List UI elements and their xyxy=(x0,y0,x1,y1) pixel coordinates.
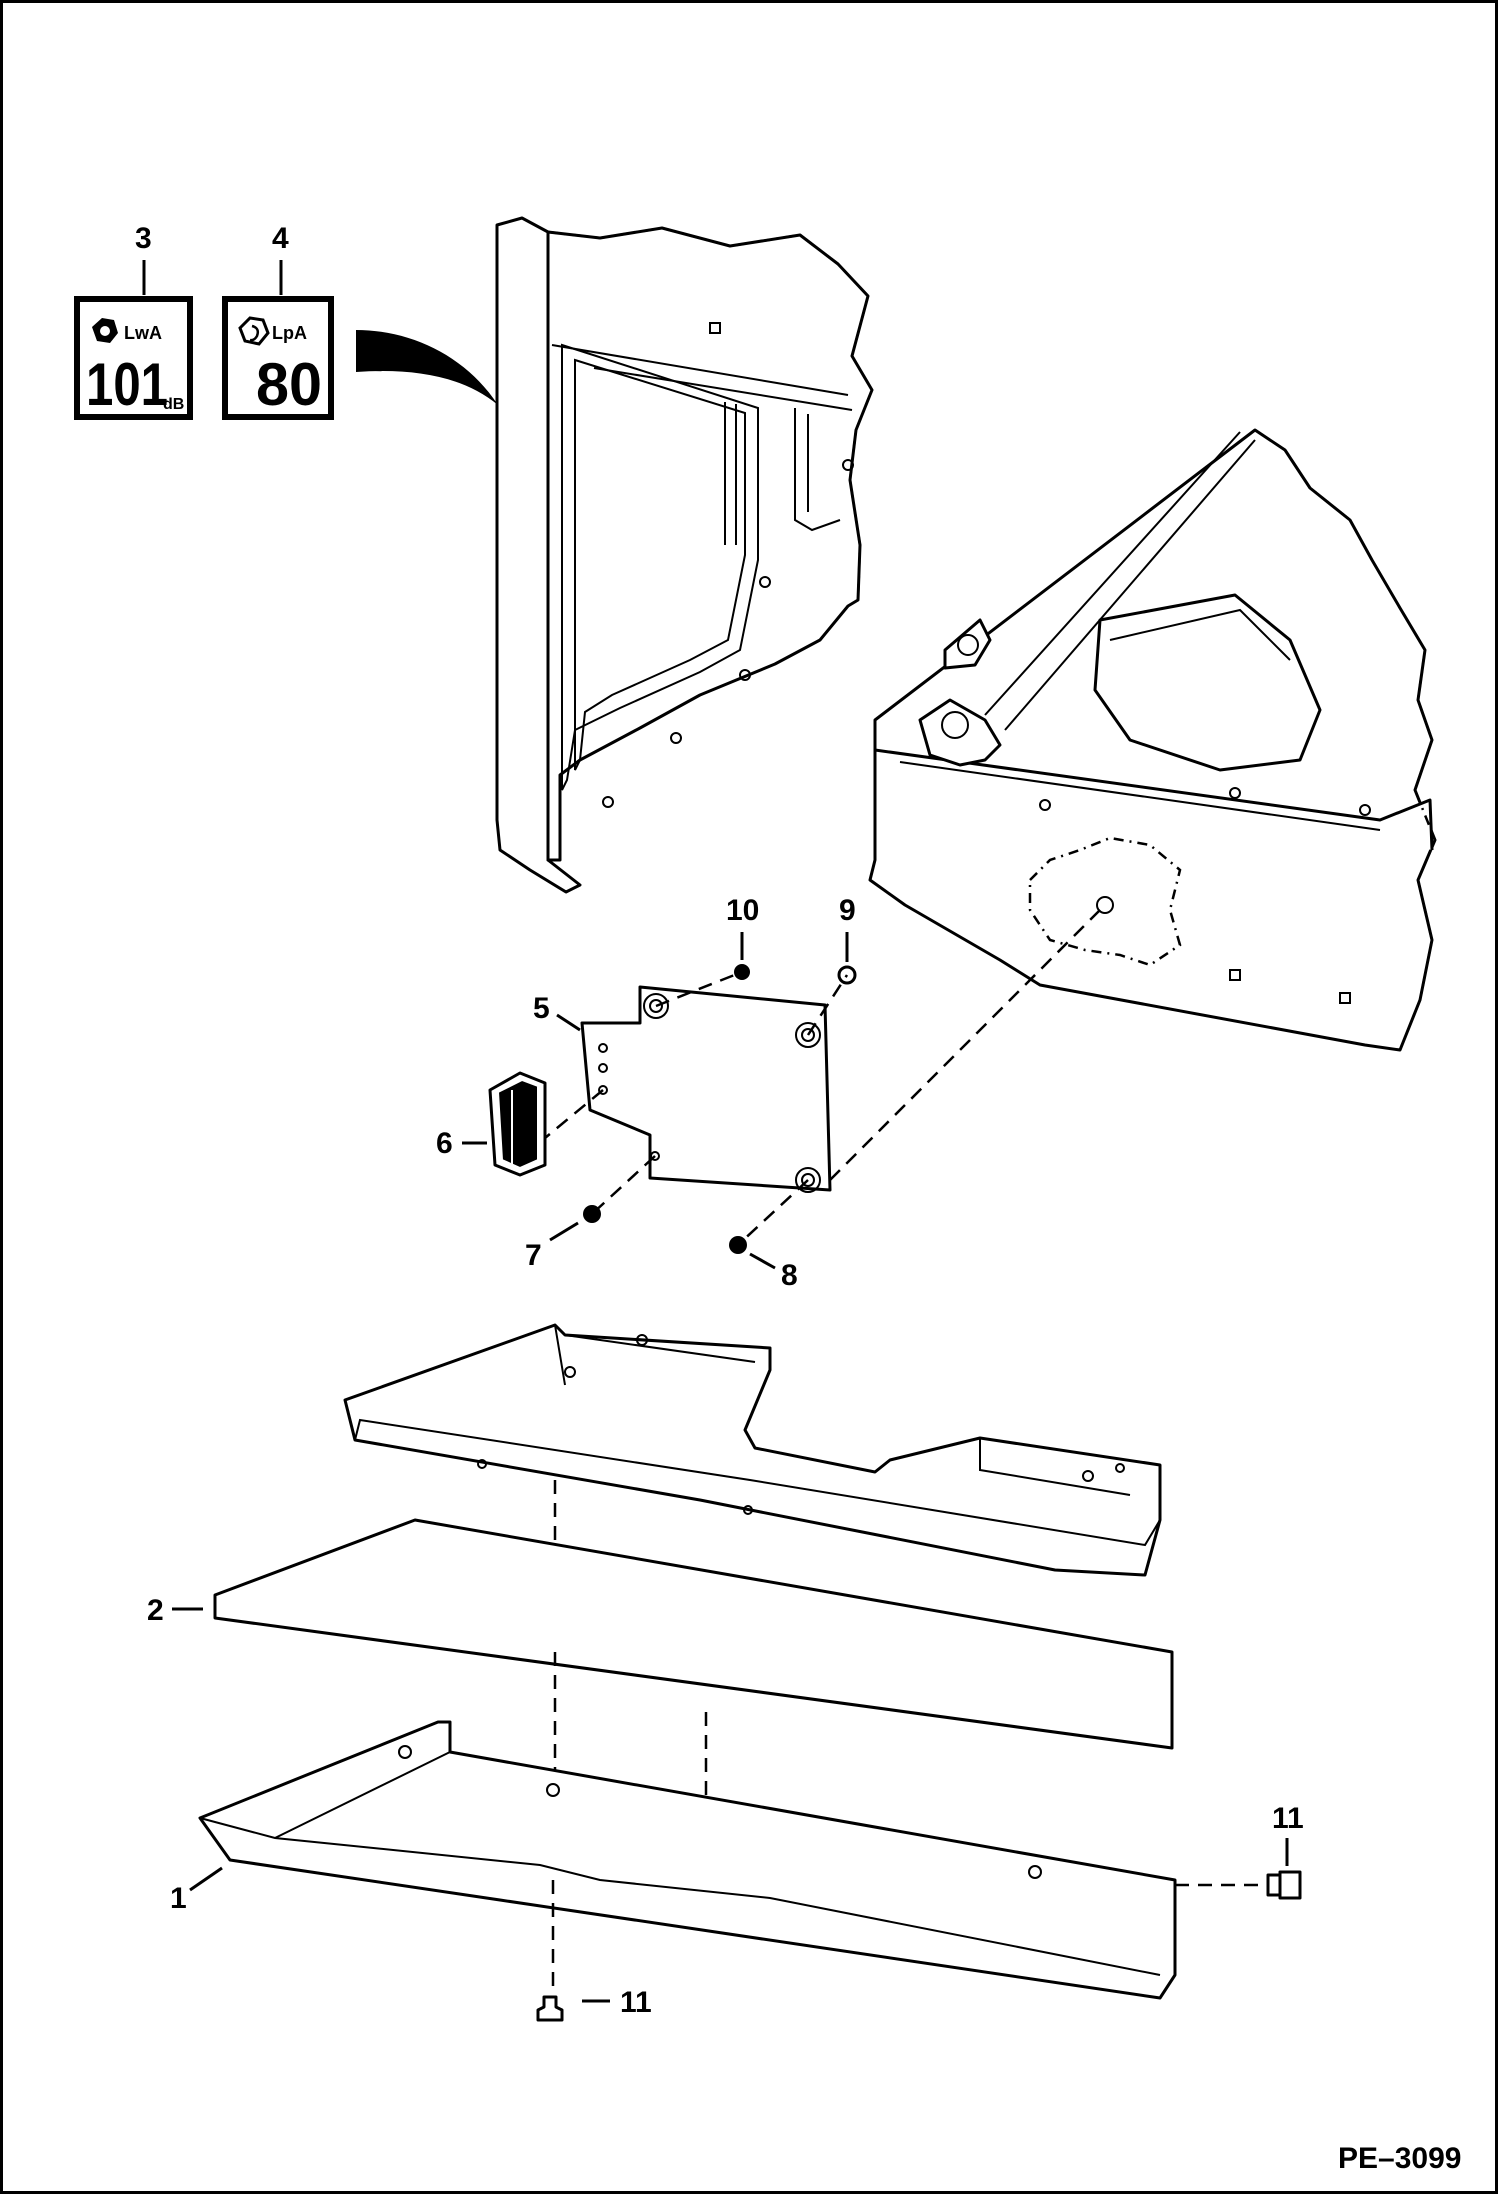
floor-pan xyxy=(343,1323,1162,1577)
callout-1: 1 xyxy=(170,1882,187,1915)
callout-11-bottom: 11 xyxy=(620,1986,652,2019)
decal-lpa-value: 80 xyxy=(256,351,322,418)
callout-4: 4 xyxy=(272,222,289,255)
callout-2: 2 xyxy=(147,1594,164,1627)
sound-power-hexagon-icon xyxy=(92,318,118,343)
belly-pan xyxy=(198,1720,1177,2000)
callout-3: 3 xyxy=(135,222,152,255)
callout-10: 10 xyxy=(726,894,759,927)
decal-lwa-value: 101 xyxy=(86,351,168,418)
controller-bracket xyxy=(580,985,832,1193)
callout-11-side: 11 xyxy=(1272,1802,1304,1835)
decal-lwa: LwA 101 dB xyxy=(74,296,193,420)
decal-lwa-symbol: LwA xyxy=(124,323,162,343)
callout-9: 9 xyxy=(839,894,856,927)
cab-door-frame xyxy=(495,216,874,894)
callout-8: 8 xyxy=(781,1259,798,1292)
callout-6: 6 xyxy=(436,1127,453,1160)
bolt-11-side xyxy=(1266,1870,1302,1900)
callout-7: 7 xyxy=(525,1239,542,1272)
floor-insulation-pad xyxy=(213,1518,1174,1750)
decal-location-arrow xyxy=(356,330,498,405)
decal-lpa-symbol: LpA xyxy=(272,323,307,343)
bolt-11-bottom xyxy=(536,1995,564,2022)
decal-lwa-unit: dB xyxy=(163,396,184,413)
callout-5: 5 xyxy=(533,992,550,1025)
reference-number: PE–3099 xyxy=(1338,2142,1461,2175)
operator-ear-hexagon-icon xyxy=(238,316,270,346)
loader-frame xyxy=(868,428,1437,1052)
controller-module xyxy=(488,1071,547,1177)
decal-lpa: LpA 80 xyxy=(222,296,334,420)
